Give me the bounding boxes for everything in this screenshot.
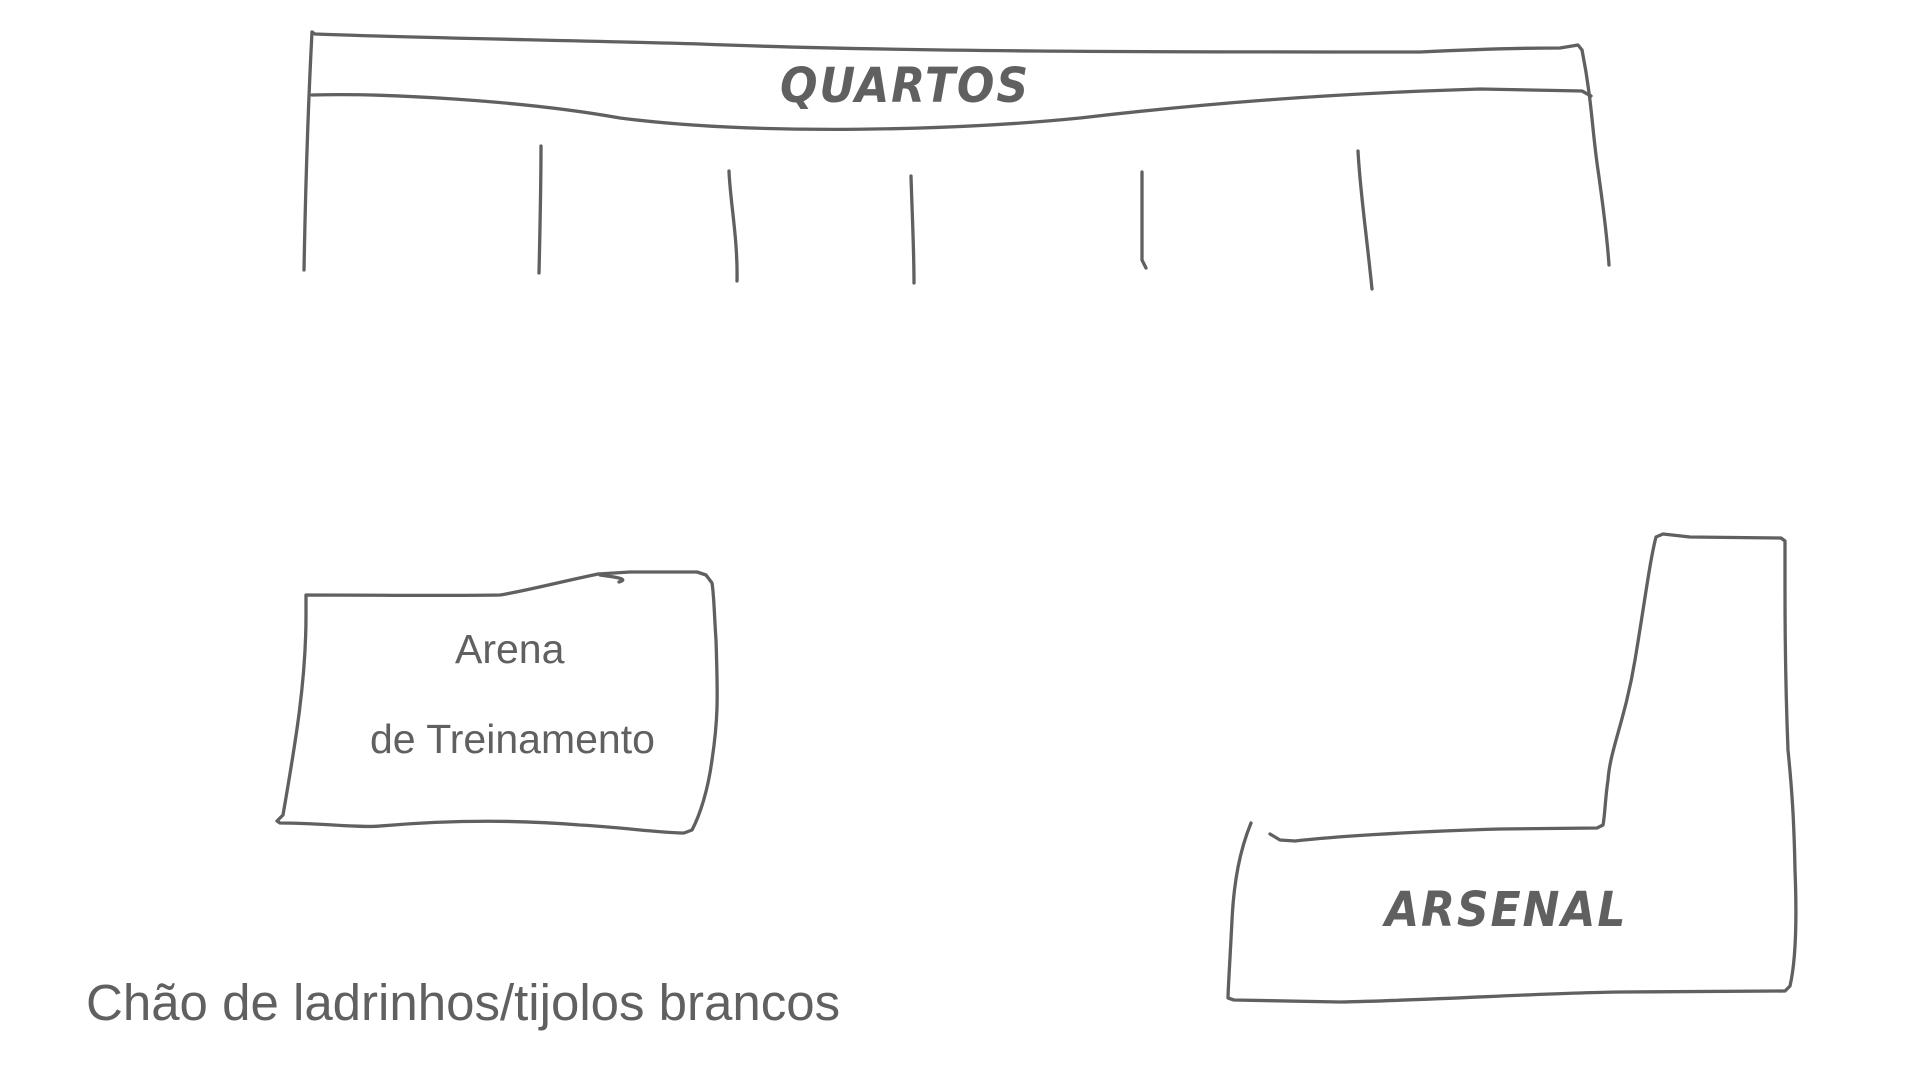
arena-label-line2: de Treinamento [370,716,655,762]
quartos-block [302,30,1611,291]
arena-label-line1: Arena [455,626,565,672]
quartos-divider-3 [909,174,916,285]
quartos-divider-5 [1356,149,1374,291]
arsenal-label: ARSENAL [1385,882,1628,938]
quartos-divider-2 [727,169,739,283]
quartos-label: QUARTOS [780,58,1030,114]
quartos-banner-bottom-edge [310,87,1593,132]
arena-block [275,570,719,835]
quartos-top-edge [310,30,1584,54]
arsenal-block [1226,532,1798,1004]
arena-outline [275,570,719,835]
arsenal-outline [1226,532,1798,1004]
quartos-divider-4 [1140,170,1148,270]
quartos-left-wall [302,30,314,272]
quartos-right-wall [1580,48,1611,267]
quartos-divider-1 [537,144,543,275]
floor-note: Chão de ladrinhos/tijolos brancos [86,974,841,1031]
arena-top-overlap [598,573,625,584]
